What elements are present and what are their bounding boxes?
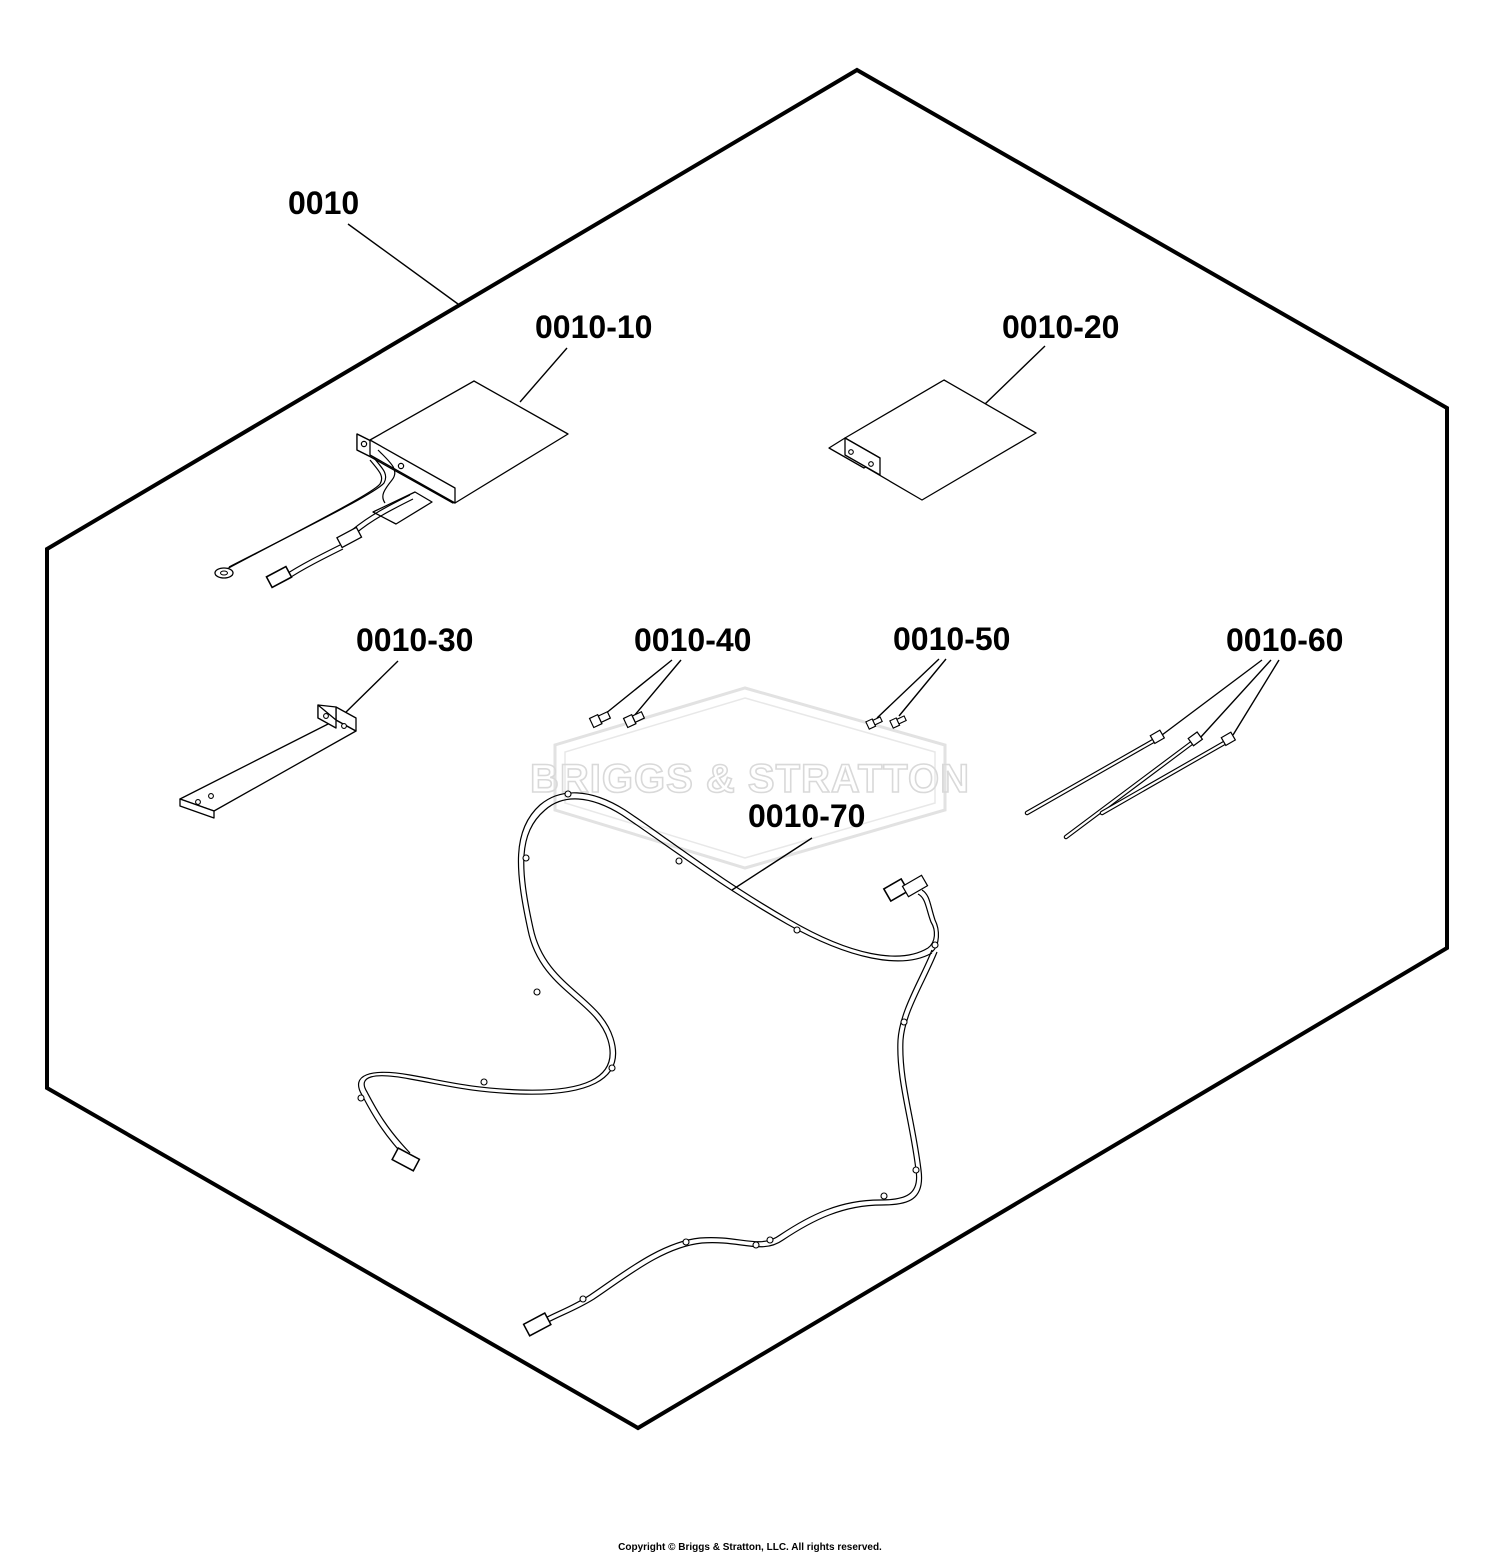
callout-0010-40: 0010-40: [634, 622, 751, 658]
callout-0010: 0010: [288, 185, 359, 221]
part-0010-50-screws: [865, 715, 907, 730]
part-0010-70-wire-harness: [357, 790, 939, 1337]
callout-0010-60: 0010-60: [1226, 622, 1343, 658]
callout-0010-70: 0010-70: [748, 798, 865, 834]
watermark-text: BRIGGS & STRATTON: [530, 757, 970, 801]
part-0010-10-heater-pad: [214, 380, 569, 589]
callout-0010-50: 0010-50: [893, 621, 1010, 657]
copyright-text: Copyright © Briggs & Stratton, LLC. All …: [618, 1542, 882, 1553]
kit-boundary: [45, 67, 1449, 1431]
callout-0010-20: 0010-20: [1002, 309, 1119, 345]
briggs-stratton-watermark: BRIGGS & STRATTON: [529, 686, 970, 870]
part-0010-40-screws: [588, 710, 646, 729]
leader-lines: [341, 223, 1280, 891]
part-0010-20-plate: [828, 379, 1037, 501]
part-0010-30-bracket: [179, 704, 357, 819]
callout-0010-10: 0010-10: [535, 309, 652, 345]
part-0010-60-cable-ties: [1024, 729, 1237, 840]
callout-0010-30: 0010-30: [356, 622, 473, 658]
